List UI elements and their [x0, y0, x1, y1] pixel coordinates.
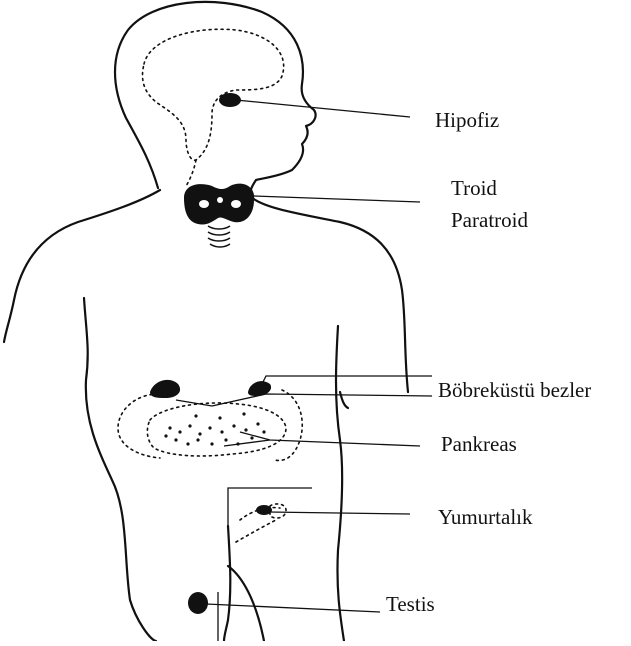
label-bobrekustu: Böbreküstü bezler — [438, 380, 591, 397]
left-shoulder-outline — [4, 190, 160, 342]
label-pankreas: Pankreas — [441, 434, 517, 455]
label-testis: Testis — [386, 594, 435, 615]
leader-pankreas — [240, 432, 420, 446]
head-outline — [115, 2, 316, 196]
leader-hipofiz — [236, 100, 410, 117]
trachea-ring — [208, 232, 230, 235]
ovary-gland — [256, 505, 272, 515]
ovary-dotted — [270, 504, 286, 518]
label-hipofiz: Hipofiz — [435, 110, 499, 131]
trachea-ring — [208, 226, 230, 229]
leader-testis — [206, 604, 380, 612]
brainstem-dotted — [186, 160, 196, 186]
right-torso-outline — [336, 326, 344, 641]
left-torso-outline — [84, 298, 156, 641]
brain-dotted-outline — [143, 29, 284, 160]
pancreas-stipple — [164, 412, 265, 445]
adrenal-gland-left — [150, 380, 180, 398]
right-shoulder-outline — [250, 196, 408, 392]
label-yumurtalik: Yumurtalık — [438, 507, 533, 528]
inner-leg-outline-2 — [228, 566, 264, 641]
kidney-right-dotted — [274, 390, 302, 460]
trachea-ring — [208, 238, 230, 241]
pancreas-outline-dotted — [147, 403, 286, 456]
thyroid-gland — [184, 184, 254, 225]
leader-troid — [254, 196, 420, 202]
trachea-ring — [210, 244, 230, 247]
thyroid-spot — [231, 200, 241, 208]
thyroid-spot — [199, 200, 209, 208]
label-paratroid: Paratroid — [451, 210, 528, 231]
kidney-left-dotted — [118, 394, 160, 458]
inner-leg-outline — [224, 526, 230, 641]
leader-pankreas-2 — [224, 440, 270, 446]
leader-yumurtalik — [268, 512, 410, 514]
label-troid: Troid — [451, 178, 497, 199]
testis-gland — [188, 592, 208, 614]
thyroid-spot — [217, 197, 223, 203]
